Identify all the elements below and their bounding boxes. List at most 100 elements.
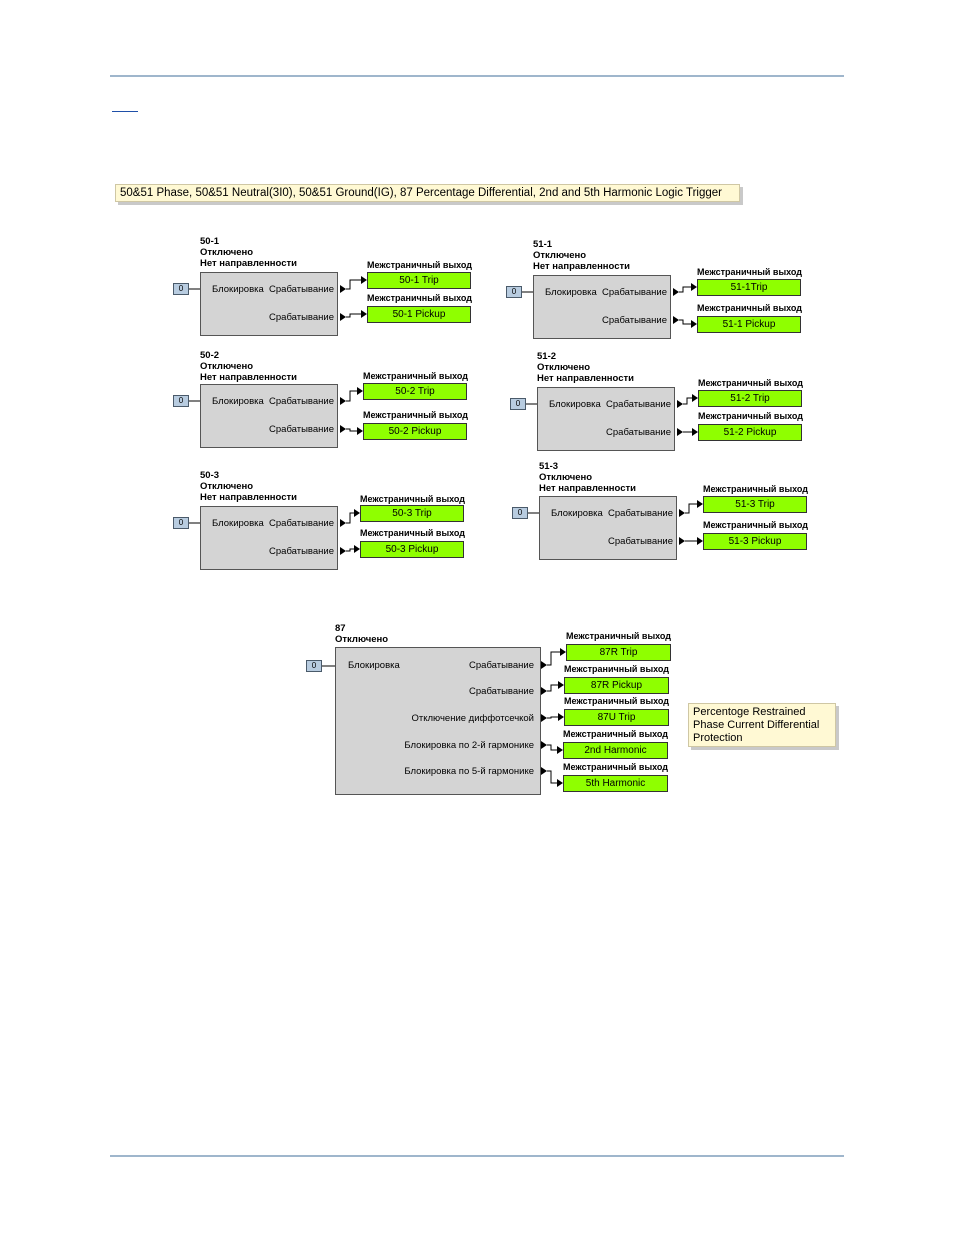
- block-87-offpage-box[interactable]: 87R Pickup: [564, 677, 669, 694]
- trip-out-arrow: [679, 509, 685, 517]
- block-87-output-label: Срабатывание: [469, 660, 534, 671]
- trip-output-label: Срабатывание: [269, 284, 334, 295]
- logic-block-87[interactable]: [335, 647, 541, 795]
- block-87-input-box[interactable]: 0: [306, 660, 322, 672]
- block-id: 50-2: [200, 350, 220, 361]
- input-constant-box[interactable]: 0: [173, 283, 189, 295]
- block-direction: Нет направленности: [200, 258, 297, 269]
- logic-block-51-2[interactable]: [537, 387, 675, 451]
- logic-block-51-1[interactable]: [533, 275, 671, 339]
- side-note: Percentoge Restrained Phase Current Diff…: [688, 703, 836, 747]
- anchor-link[interactable]: [112, 111, 138, 112]
- offpage-pickup-box[interactable]: 50-3 Pickup: [360, 541, 464, 558]
- block-87-status: Отключено: [335, 634, 389, 645]
- block-87-offpage-label: Межстраничный выход: [563, 729, 669, 739]
- block-87-out-wire: [547, 770, 557, 784]
- offpage-trip-box[interactable]: 51-3 Trip: [703, 496, 807, 513]
- block-id: 50-3: [200, 470, 220, 481]
- trip-out-arrow: [673, 288, 679, 296]
- side-note-line-1: Percentoge Restrained: [693, 706, 806, 718]
- block-87-output-label: Блокировка по 5-й гармонике: [404, 766, 534, 777]
- input-constant-box[interactable]: 0: [506, 286, 522, 298]
- block-87-output-label: Срабатывание: [469, 686, 534, 697]
- logic-block-50-2[interactable]: [200, 384, 338, 448]
- block-87-out-wire: [547, 651, 560, 666]
- block-input-label: Блокировка: [549, 399, 601, 410]
- trip-wire: [679, 286, 691, 293]
- block-direction: Нет направленности: [533, 261, 630, 272]
- block-id: 51-3: [539, 461, 559, 472]
- offpage-pickup-box[interactable]: 51-1 Pickup: [697, 316, 801, 333]
- input-constant-box[interactable]: 0: [510, 398, 526, 410]
- offpage-label-trip: Межстраничный выход: [703, 484, 809, 494]
- pickup-out-arrow: [677, 428, 683, 436]
- pickup-out-arrow: [679, 537, 685, 545]
- block-87-out-wire: [547, 716, 558, 719]
- trip-output-label: Срабатывание: [606, 399, 671, 410]
- logic-block-50-3[interactable]: [200, 506, 338, 570]
- header-rule: [110, 75, 844, 77]
- block-87-offpage-box[interactable]: 87R Trip: [566, 644, 671, 661]
- block-87-out-arrow: [541, 687, 547, 695]
- pickup-out-arrow: [340, 547, 346, 555]
- block-status: Отключено: [200, 361, 254, 372]
- block-status: Отключено: [200, 481, 254, 492]
- trip-wire: [346, 279, 361, 290]
- offpage-pickup-box[interactable]: 50-2 Pickup: [363, 423, 467, 440]
- logic-block-50-1[interactable]: [200, 272, 338, 336]
- offpage-label-trip: Межстраничный выход: [360, 494, 466, 504]
- pickup-out-arrow: [340, 425, 346, 433]
- offpage-pickup-box[interactable]: 50-1 Pickup: [367, 306, 471, 323]
- block-87-offpage-label: Межстраничный выход: [566, 631, 672, 641]
- block-87-out-arrow: [541, 661, 547, 669]
- block-87-offpage-box[interactable]: 87U Trip: [564, 709, 669, 726]
- pickup-wire: [346, 428, 357, 432]
- pickup-output-label: Срабатывание: [269, 312, 334, 323]
- input-constant-box[interactable]: 0: [173, 395, 189, 407]
- offpage-trip-box[interactable]: 51-2 Trip: [698, 390, 802, 407]
- offpage-pickup-box[interactable]: 51-2 Pickup: [698, 424, 802, 441]
- pickup-out-arrow: [673, 316, 679, 324]
- block-87-offpage-box[interactable]: 5th Harmonic: [563, 775, 668, 792]
- trip-output-label: Срабатывание: [602, 287, 667, 298]
- trip-out-arrow: [340, 285, 346, 293]
- trip-wire: [346, 390, 357, 402]
- pickup-output-label: Срабатывание: [269, 546, 334, 557]
- block-status: Отключено: [200, 247, 254, 258]
- block-87-out-arrow: [541, 767, 547, 775]
- logic-block-51-3[interactable]: [539, 496, 677, 560]
- offpage-trip-box[interactable]: 50-2 Trip: [363, 383, 467, 400]
- offpage-pickup-box[interactable]: 51-3 Pickup: [703, 533, 807, 550]
- offpage-trip-box[interactable]: 50-1 Trip: [367, 272, 471, 289]
- block-input-label: Блокировка: [212, 284, 264, 295]
- offpage-label-trip: Межстраничный выход: [697, 267, 803, 277]
- side-note-line-3: Protection: [693, 732, 743, 744]
- offpage-trip-box[interactable]: 50-3 Trip: [360, 505, 464, 522]
- input-constant-box[interactable]: 0: [512, 507, 528, 519]
- trip-out-arrow: [677, 400, 683, 408]
- block-input-label: Блокировка: [545, 287, 597, 298]
- block-87-offpage-box[interactable]: 2nd Harmonic: [563, 742, 668, 759]
- trip-out-arrow: [340, 397, 346, 405]
- block-status: Отключено: [533, 250, 587, 261]
- pickup-output-label: Срабатывание: [602, 315, 667, 326]
- block-input-label: Блокировка: [212, 396, 264, 407]
- pickup-wire: [346, 313, 361, 318]
- input-constant-box[interactable]: 0: [173, 517, 189, 529]
- block-direction: Нет направленности: [200, 492, 297, 503]
- block-87-offpage-label: Межстраничный выход: [563, 762, 669, 772]
- block-87-out-arrow: [541, 714, 547, 722]
- block-87-out-arrow: [541, 741, 547, 749]
- diagram-title-note: 50&51 Phase, 50&51 Neutral(3I0), 50&51 G…: [115, 184, 740, 202]
- trip-wire: [346, 512, 354, 524]
- footer-rule: [110, 1155, 844, 1157]
- pickup-wire: [346, 548, 354, 552]
- offpage-label-pickup: Межстраничный выход: [697, 303, 803, 313]
- pickup-output-label: Срабатывание: [606, 427, 671, 438]
- offpage-trip-box[interactable]: 51-1Trip: [697, 279, 801, 296]
